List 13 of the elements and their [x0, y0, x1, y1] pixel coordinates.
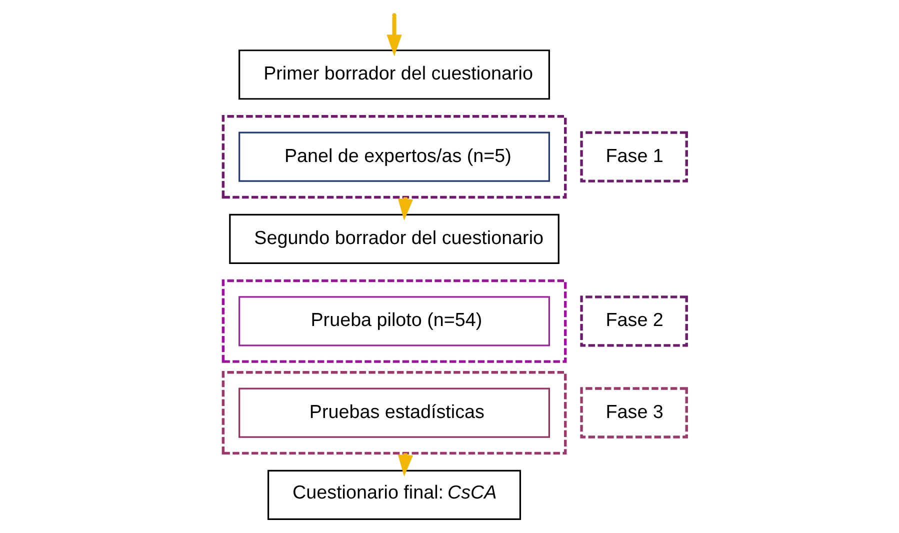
node-box: Cuestionario final: CsCA	[268, 470, 522, 520]
node-box: Fase 1	[580, 131, 688, 182]
cluster	[222, 371, 567, 455]
node-box: Fase 3	[580, 387, 688, 438]
node-box: Pruebas estadísticas	[238, 388, 550, 438]
cluster	[222, 279, 567, 363]
node-box: Primer borrador del cuestionario	[238, 50, 550, 100]
node-box: Prueba piloto (n=54)	[238, 296, 550, 346]
arrow	[386, 16, 402, 56]
node-box: Segundo borrador del cuestionario	[229, 214, 560, 264]
node-box: Panel de expertos/as (n=5)	[238, 132, 550, 182]
cluster	[222, 115, 567, 199]
node-box: Fase 2	[580, 296, 688, 347]
